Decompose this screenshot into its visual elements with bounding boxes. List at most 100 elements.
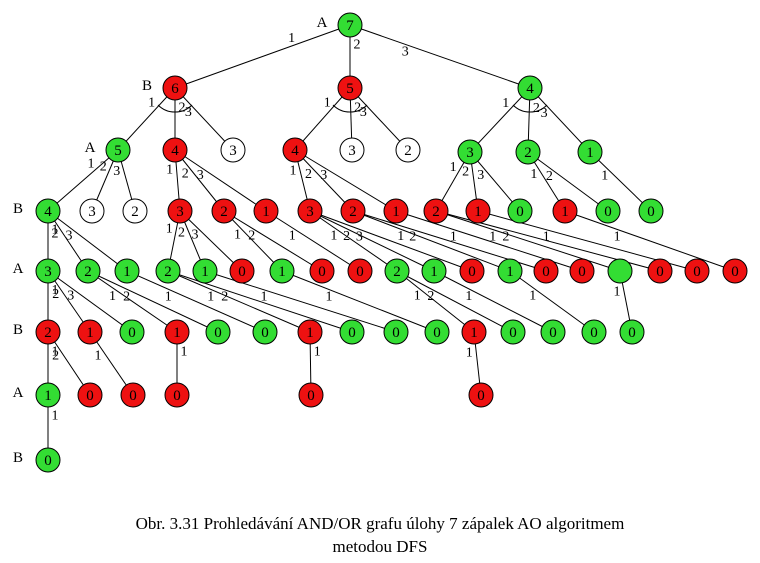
edge-move-label: 1 xyxy=(207,290,214,305)
node-value: 1 xyxy=(44,388,52,404)
node-lose-circle xyxy=(297,319,323,345)
node-win-circle xyxy=(500,319,526,345)
node-win-circle xyxy=(35,382,61,408)
tree-node: 3 xyxy=(220,137,246,163)
tree-node: 0 xyxy=(424,319,450,345)
node-value: 0 xyxy=(509,325,517,341)
node-win-circle xyxy=(114,258,140,284)
node-lose-circle xyxy=(77,319,103,345)
node-value: 1 xyxy=(278,264,286,280)
level-label-b: B xyxy=(142,78,152,94)
tree-node: 0 xyxy=(595,198,621,224)
node-value: 0 xyxy=(214,325,222,341)
and-arc xyxy=(157,104,193,113)
tree-edge xyxy=(349,87,409,151)
tree-edge xyxy=(179,210,243,272)
tree-edge xyxy=(469,87,531,153)
node-value: 2 xyxy=(404,143,412,159)
edge-move-label: 1 xyxy=(95,349,102,364)
edge-move-label: 2 xyxy=(502,230,509,245)
node-lose-circle xyxy=(533,258,559,284)
node-win-circle xyxy=(540,319,566,345)
node-value: 1 xyxy=(586,145,594,161)
tree-node: 0 xyxy=(619,319,645,345)
node-win-circle xyxy=(383,319,409,345)
node-value: 4 xyxy=(291,143,299,159)
edge-move-label: 1 xyxy=(52,223,59,238)
node-lose-circle xyxy=(167,198,193,224)
node-win-circle xyxy=(35,258,61,284)
tree-edge xyxy=(47,149,119,212)
edge-move-label: 2 xyxy=(52,349,59,364)
node-value: 2 xyxy=(84,264,92,280)
edge-move-label: 1 xyxy=(288,31,295,46)
node-lose-circle xyxy=(337,75,363,101)
edge-move-label: 1 xyxy=(52,345,59,360)
node-lose-circle xyxy=(684,258,710,284)
tree-edge xyxy=(589,151,652,212)
level-label-a: A xyxy=(85,140,96,156)
node-value: 7 xyxy=(346,18,354,34)
node-value: 1 xyxy=(123,264,131,280)
edge-move-label: 1 xyxy=(52,408,59,423)
node-win-circle xyxy=(252,319,278,345)
node-win-circle xyxy=(119,319,145,345)
node-value: 3 xyxy=(306,204,314,220)
edge-move-label: 1 xyxy=(234,228,241,243)
tree-edge xyxy=(352,210,511,272)
node-value: 0 xyxy=(129,388,137,404)
node-win-circle xyxy=(457,139,483,165)
level-label-a: A xyxy=(317,15,328,31)
tree-node: 0 xyxy=(569,258,595,284)
edge-move-label: 1 xyxy=(397,229,404,244)
tree-node: 1 xyxy=(114,258,140,284)
edge-move-label: 2 xyxy=(354,38,361,53)
node-value: 0 xyxy=(433,325,441,341)
node-win-circle xyxy=(421,258,447,284)
edge-move-label: 1 xyxy=(414,289,421,304)
node-value: 3 xyxy=(44,264,52,280)
tree-edge xyxy=(294,149,397,212)
node-value: 0 xyxy=(44,453,52,469)
node-value: 2 xyxy=(432,204,440,220)
edge-move-label: 1 xyxy=(166,221,173,236)
node-value: 4 xyxy=(44,204,52,220)
node-value: 0 xyxy=(348,325,356,341)
tree-node: 0 xyxy=(459,258,485,284)
tree-node: 0 xyxy=(647,258,673,284)
tree-edge xyxy=(87,270,178,333)
tree-edge xyxy=(89,331,134,396)
edge-move-label: 1 xyxy=(614,229,621,244)
edge-move-label: 3 xyxy=(402,44,409,59)
tree-edge xyxy=(564,210,736,272)
tree-node: 0 xyxy=(500,319,526,345)
edge-move-label: 2 xyxy=(305,167,312,182)
edge-move-label: 3 xyxy=(66,228,73,243)
tree-node: 0 xyxy=(540,319,566,345)
tree-node: 1 xyxy=(269,258,295,284)
node-lose-circle xyxy=(211,198,237,224)
edge-move-label: 1 xyxy=(88,157,95,172)
edge-move-label: 3 xyxy=(360,105,367,120)
node-lose-circle xyxy=(229,258,255,284)
node-win-circle xyxy=(607,258,633,284)
tree-node: 0 xyxy=(581,319,607,345)
tree-node: 3 xyxy=(79,198,105,224)
edge-move-label: 3 xyxy=(67,289,74,304)
edge-move-label: 2 xyxy=(248,229,255,244)
edge-move-label: 1 xyxy=(543,230,550,245)
tree-node: 1 xyxy=(35,382,61,408)
tree-node: 1 xyxy=(497,258,523,284)
tree-node: 2 xyxy=(340,198,366,224)
node-lose-circle xyxy=(253,198,279,224)
figure-caption-continued: metodou DFS xyxy=(332,537,428,556)
tree-edge xyxy=(47,270,133,333)
node-value: 4 xyxy=(171,143,179,159)
edge-move-label: 1 xyxy=(261,290,268,305)
node-value: 1 xyxy=(474,204,482,220)
tree-edge xyxy=(47,331,91,396)
tree-node: 4 xyxy=(282,137,308,163)
tree-node: 1 xyxy=(421,258,447,284)
node-value: 0 xyxy=(356,264,364,280)
node-value: 1 xyxy=(262,204,270,220)
